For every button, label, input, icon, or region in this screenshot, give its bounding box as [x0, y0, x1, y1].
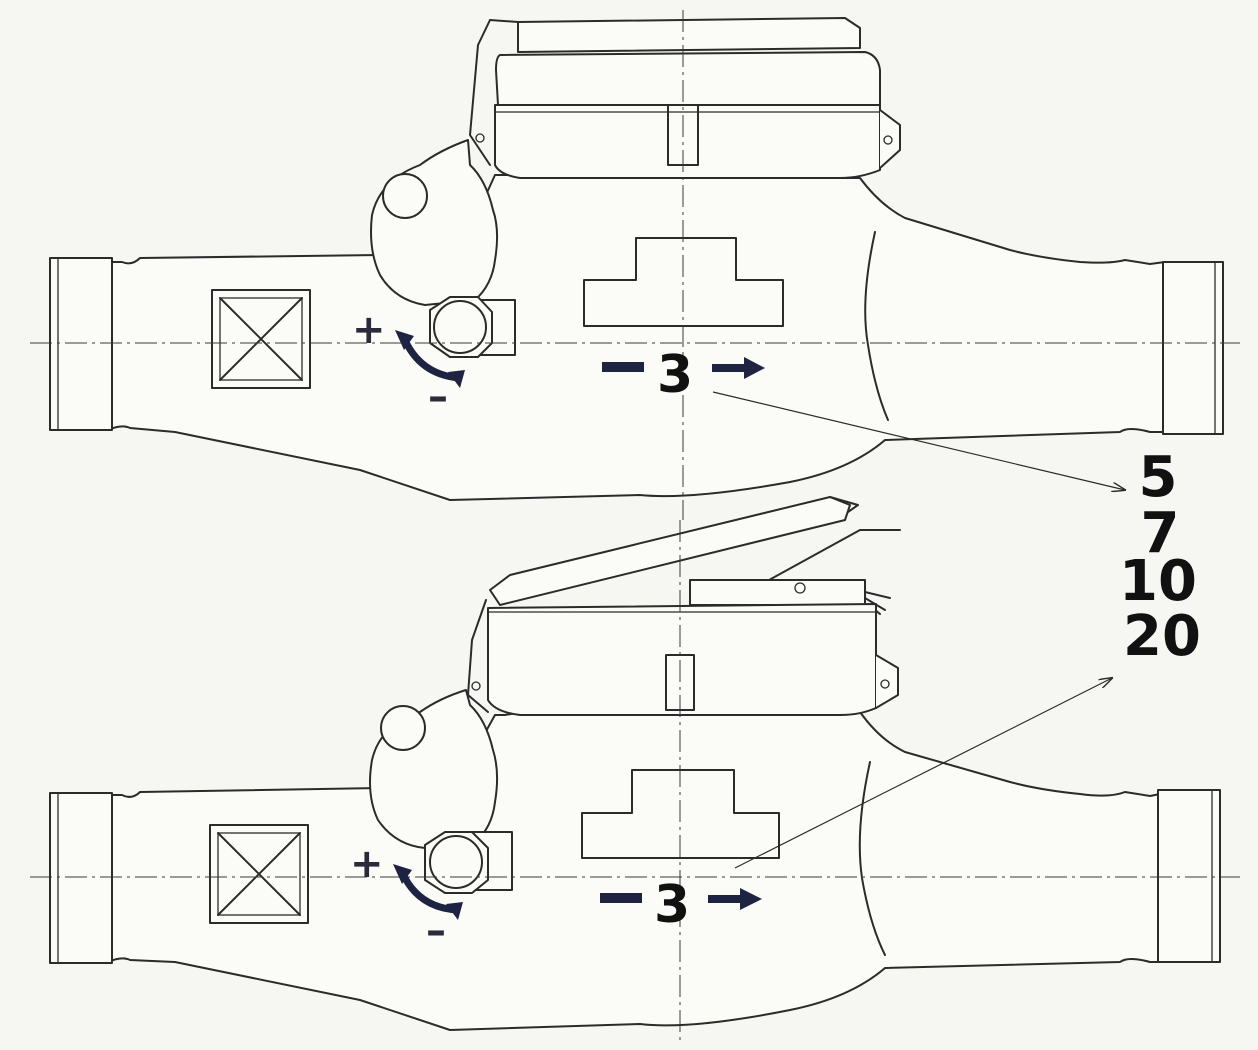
upper-flow-arrow: [602, 357, 765, 379]
lower-adjust-knob: [380, 705, 426, 751]
lower-left-connector: [49, 792, 113, 964]
lower-pipe-body: [107, 711, 1161, 1031]
lower-register-body: [487, 603, 877, 716]
upper-left-connector: [49, 257, 113, 431]
lower-hex-nut: [424, 831, 489, 894]
lower-square-x-icon: [209, 824, 309, 924]
upper-plus-label: +: [352, 307, 386, 353]
lower-right-connector: [1157, 789, 1221, 963]
upper-square-x-icon: [211, 289, 311, 389]
callout-value-7: 7: [1141, 501, 1180, 566]
lower-flow-arrow: [600, 888, 762, 910]
lower-minus-label: –: [426, 908, 446, 954]
lower-adjust-value: 3: [654, 875, 690, 935]
upper-register-body: [494, 104, 881, 179]
upper-meter: [30, 10, 1240, 520]
upper-adjust-knob: [382, 173, 428, 219]
upper-minus-label: –: [428, 374, 448, 420]
upper-right-connector: [1162, 261, 1224, 435]
lower-plus-label: +: [350, 841, 384, 887]
lower-pulse-sensor: [689, 579, 866, 606]
upper-register-ring: [495, 51, 881, 106]
upper-pipe-body: [107, 174, 1166, 501]
upper-leader-line: [712, 391, 1125, 490]
callout-value-5: 5: [1139, 445, 1178, 510]
lower-meter: [30, 496, 1240, 1045]
callout-value-20: 20: [1123, 604, 1201, 669]
upper-register-lid: [517, 17, 861, 53]
upper-hex-nut: [429, 296, 493, 358]
lower-leader-line: [734, 678, 1112, 869]
callout-value-10: 10: [1119, 549, 1197, 614]
upper-adjust-value: 3: [657, 345, 693, 405]
lower-open-lid: [489, 496, 851, 606]
upper-adjust-housing: [370, 139, 499, 306]
